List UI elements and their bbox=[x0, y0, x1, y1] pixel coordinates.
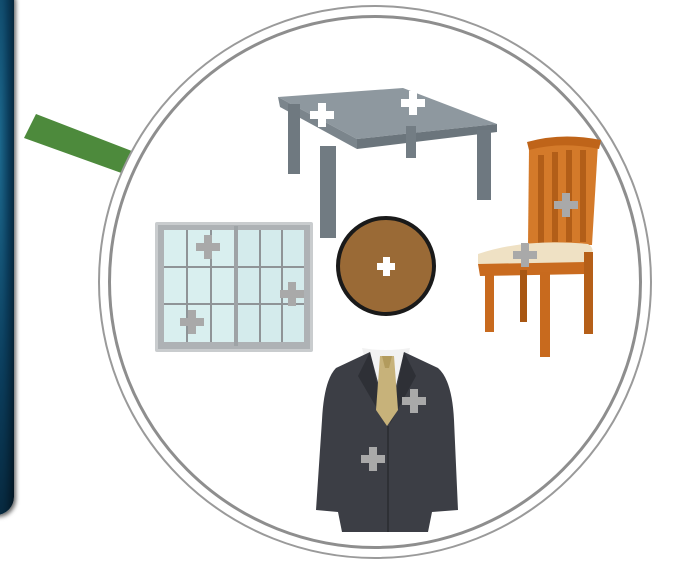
side-image-strip bbox=[0, 0, 14, 515]
table-plus-icon-2 bbox=[401, 91, 425, 115]
chair-plus-icon-2 bbox=[513, 243, 537, 267]
chair-plus-icon-1 bbox=[554, 193, 578, 217]
suit-plus-icon-2 bbox=[361, 447, 385, 471]
inner-circle bbox=[108, 15, 642, 549]
window-plus-icon-1 bbox=[196, 235, 220, 259]
suit-plus-icon-1 bbox=[402, 389, 426, 413]
window-plus-icon-2 bbox=[280, 282, 304, 306]
table-plus-icon-1 bbox=[310, 103, 334, 127]
window-plus-icon-3 bbox=[180, 310, 204, 334]
